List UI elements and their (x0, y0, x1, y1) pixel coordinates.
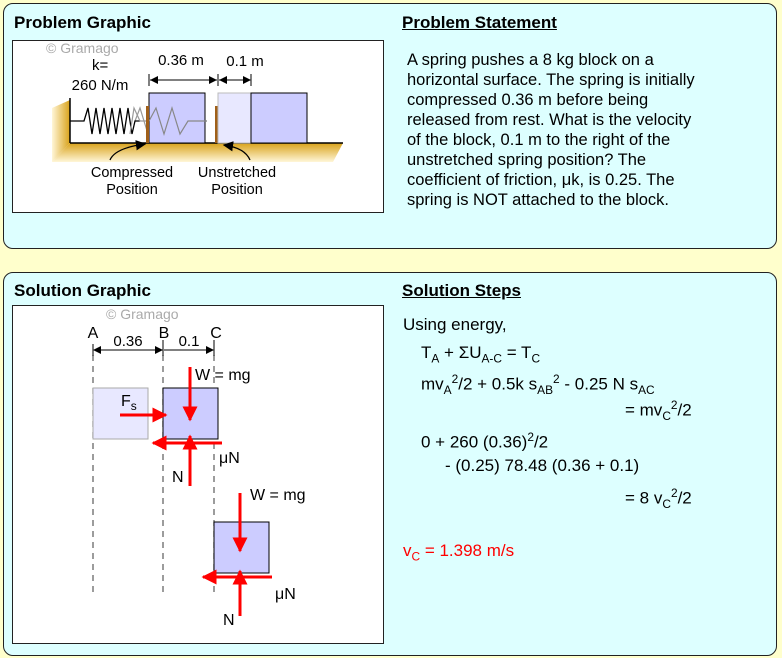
block-ghost (217, 92, 252, 144)
solution-steps-title: Solution Steps (402, 281, 521, 300)
label-compressed: Compressed (91, 165, 173, 181)
normal-label-c: N (223, 612, 235, 629)
plate-unstretched (215, 106, 218, 143)
statement-line: released from rest. What is the velocity (407, 111, 692, 129)
dim-01: 0.1 m (226, 53, 264, 70)
weight-label-c: W = mg (250, 487, 306, 504)
statement-line: compressed 0.36 m before being (407, 91, 649, 109)
block-compressed (148, 92, 206, 144)
solution-graphic-title: Solution Graphic (14, 281, 151, 300)
watermark: © Gramago (106, 306, 179, 322)
weight-label-b: W = mg (195, 367, 251, 384)
ground (52, 143, 343, 162)
plate-compressed (146, 106, 149, 143)
statement-line: A spring pushes a 8 kg block on a (407, 51, 654, 69)
statement-line: horizontal surface. The spring is initia… (407, 71, 695, 89)
free-body-diagram: © Gramago A B C 0.36 0.1 Fs W = mg (88, 306, 306, 629)
dim-bc: 0.1 (179, 333, 200, 350)
point-b-label: B (159, 325, 170, 342)
label-unstretched: Unstretched (198, 165, 276, 181)
friction-label-b: μN (219, 450, 240, 467)
spring-block-diagram: © Gramago 0.36 m 0.1 m k= 260 N/m Compre… (46, 40, 343, 198)
statement-line: of the block, 0.1 m to the right of the (407, 131, 671, 149)
unstretched-spring-over (148, 105, 207, 137)
statement-line: spring is NOT attached to the block. (407, 191, 669, 209)
step-equation-2b: = mvC2/2 (625, 398, 692, 424)
dim-ab: 0.36 (113, 333, 142, 350)
problem-graphic: © Gramago 0.36 m 0.1 m k= 260 N/m Compre… (12, 40, 384, 213)
compressed-spring (70, 107, 140, 135)
label-unstretched-position: Position (211, 182, 263, 198)
block-final (250, 92, 308, 144)
k-label: k= (92, 57, 109, 74)
problem-graphic-title: Problem Graphic (14, 13, 151, 32)
wall (52, 100, 70, 162)
step-equation-3b: - (0.25) 78.48 (0.36 + 0.1) (445, 456, 640, 475)
step-intro: Using energy, (403, 315, 507, 334)
step-equation-3: 0 + 260 (0.36)2/2 (421, 430, 549, 452)
statement-line: unstretched spring position? The (407, 151, 647, 169)
solution-graphic: © Gramago A B C 0.36 0.1 Fs W = mg (12, 305, 384, 644)
statement-line: coefficient of friction, μk, is 0.25. Th… (407, 171, 675, 189)
k-value: 260 N/m (72, 77, 129, 94)
friction-label-c: μN (275, 586, 296, 603)
step-equation-3c: = 8 vC2/2 (625, 486, 692, 512)
normal-label-b: N (172, 469, 184, 486)
problem-statement: A spring pushes a 8 kg block on a horizo… (407, 50, 777, 210)
spring-force-label: Fs (121, 393, 137, 413)
label-compressed-position: Position (106, 182, 158, 198)
step-equation-2: mvA2/2 + 0.5k sAB2 - 0.25 N sAC (421, 372, 655, 398)
answer: vC = 1.398 m/s (403, 541, 515, 564)
watermark: © Gramago (46, 40, 119, 56)
problem-statement-title: Problem Statement (402, 13, 557, 32)
point-c-label: C (210, 325, 222, 342)
dim-036: 0.36 m (158, 52, 204, 69)
point-a-label: A (88, 325, 99, 342)
step-equation-1: TA + ΣUA-C = TC (421, 343, 541, 366)
